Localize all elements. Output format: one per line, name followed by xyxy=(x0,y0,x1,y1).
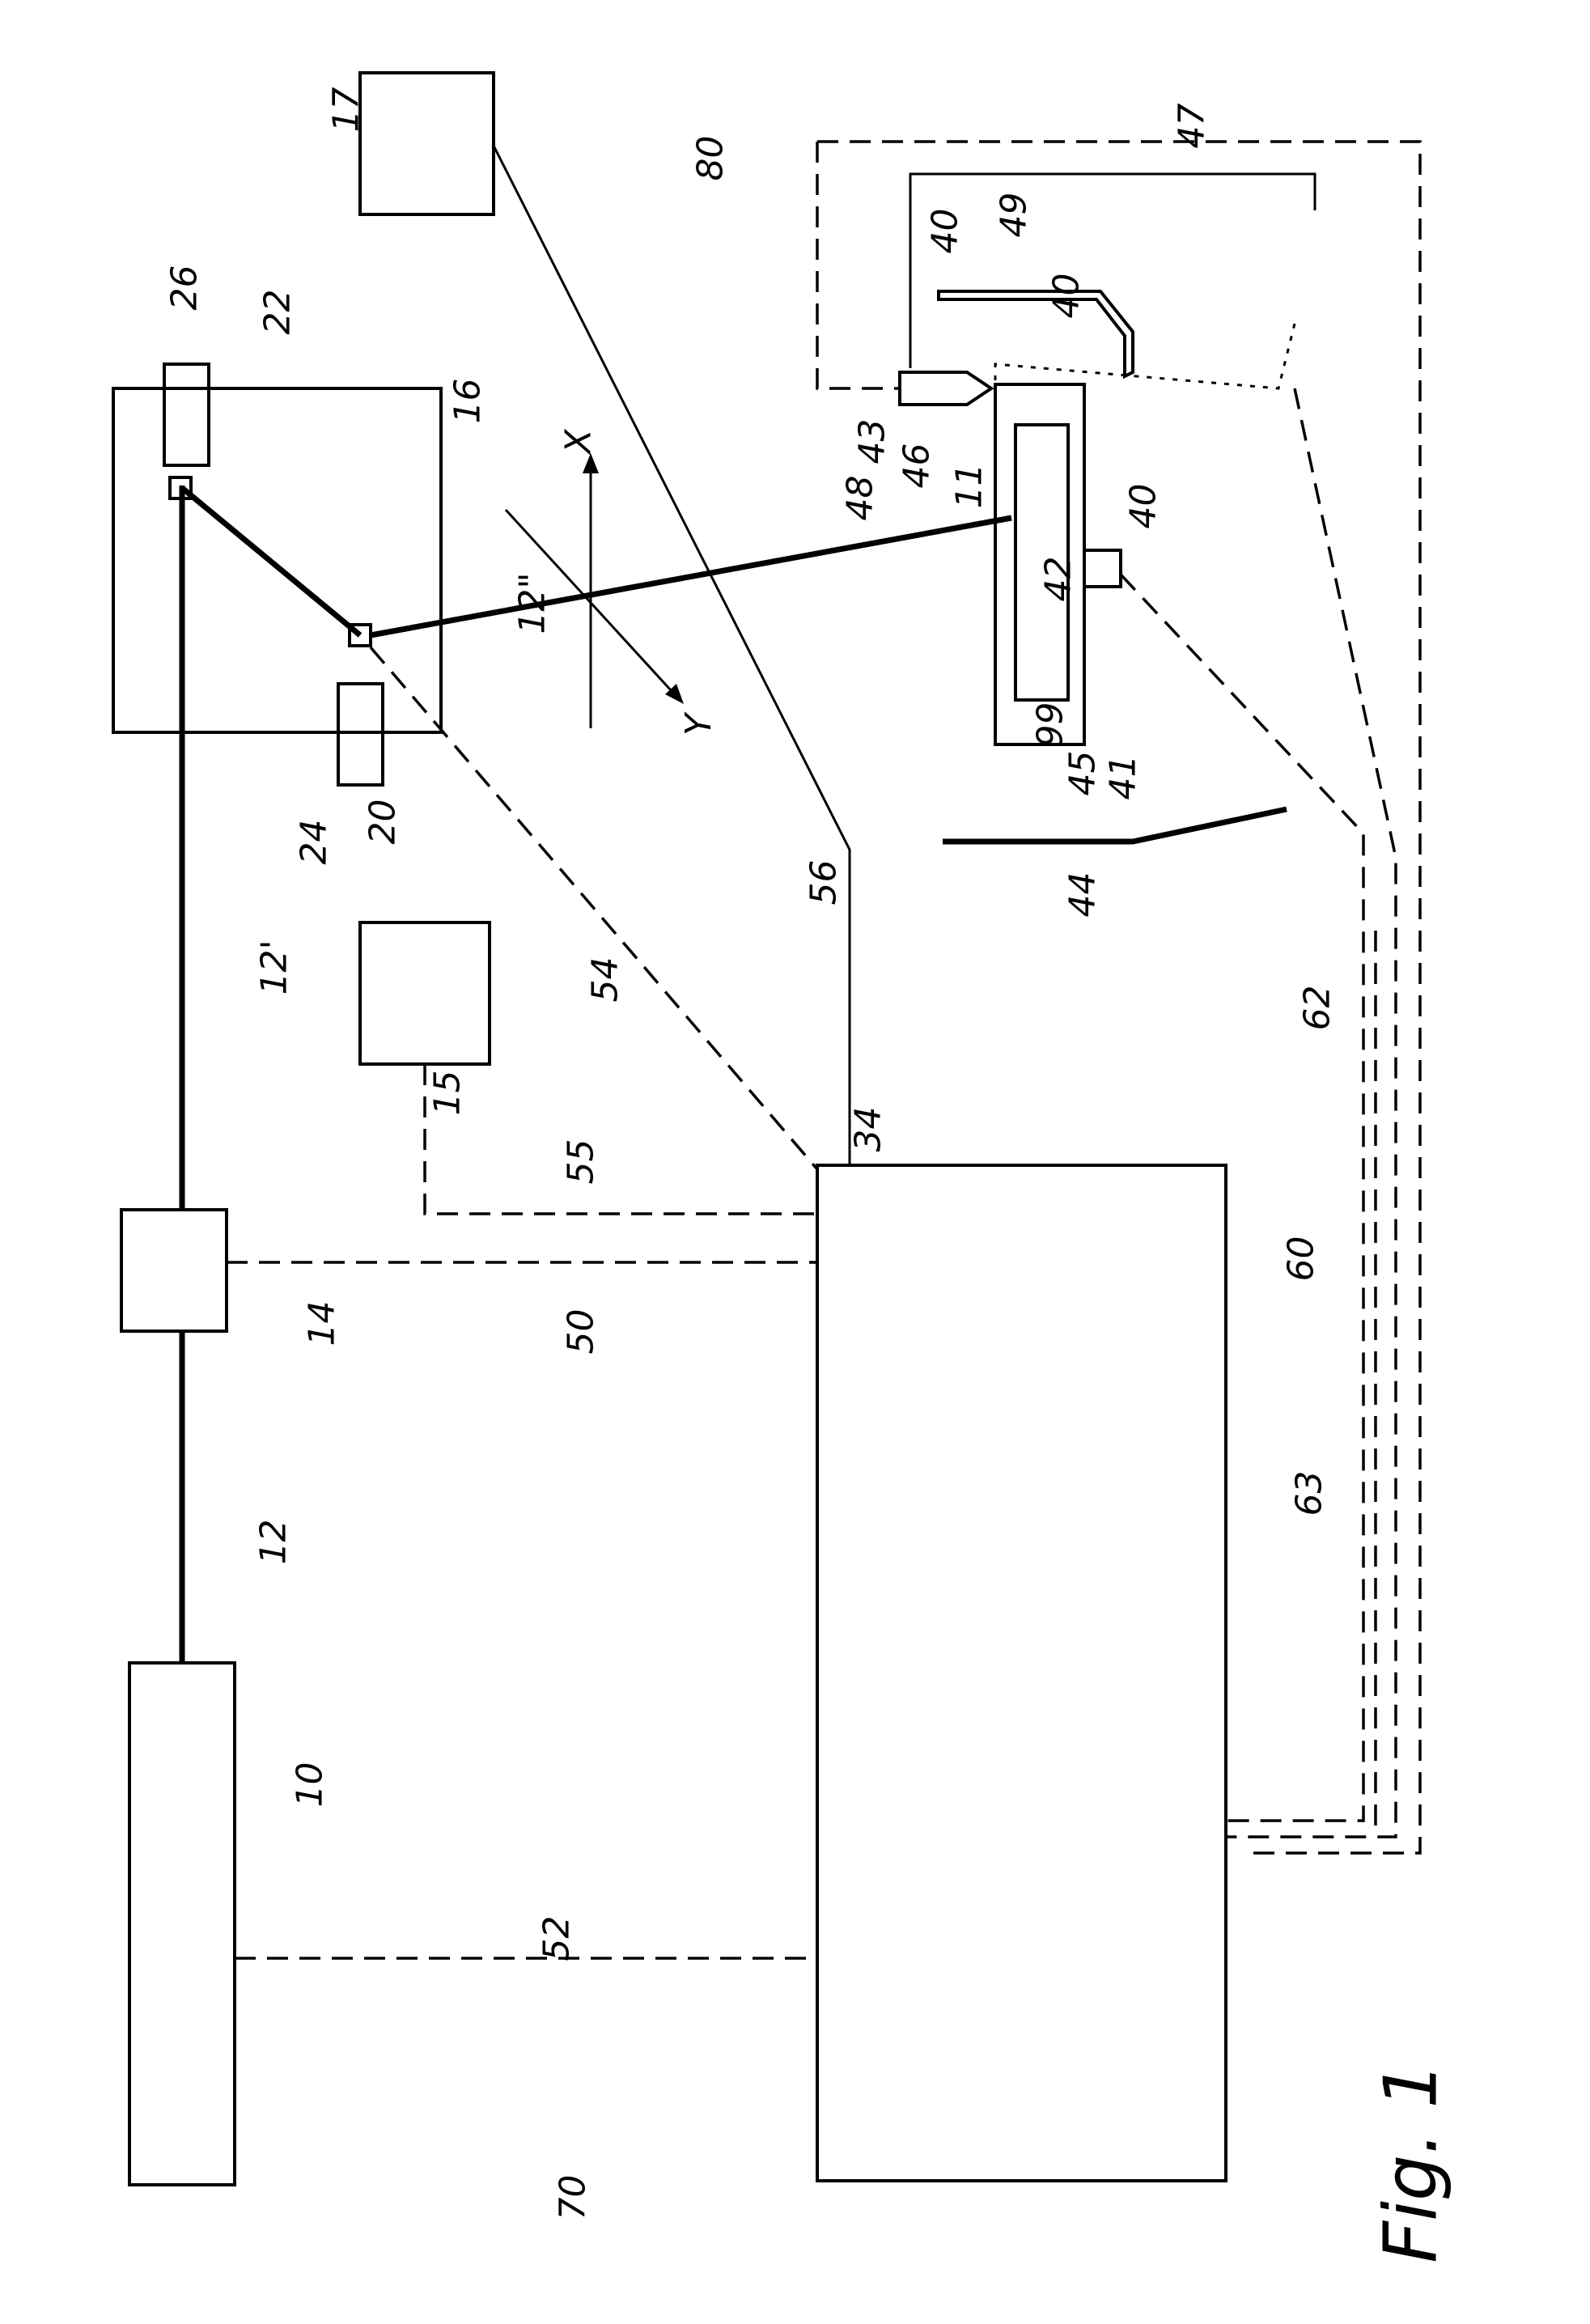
nozzle-43 xyxy=(900,372,991,405)
line-49 xyxy=(910,174,1315,368)
container-45 xyxy=(1015,425,1068,700)
line-54 xyxy=(371,647,817,1169)
basin-44 xyxy=(939,291,1133,376)
support-42 xyxy=(1084,550,1121,587)
controller-box-34 xyxy=(817,1165,1226,2181)
fluid-40 xyxy=(995,324,1295,388)
beam-mirror-path xyxy=(182,488,360,635)
enclosure-80 xyxy=(817,142,1420,1853)
modulator-box-14 xyxy=(121,1210,227,1331)
x-axis-arrow xyxy=(583,453,599,473)
line-62 xyxy=(1226,388,1396,1837)
galvo-26 xyxy=(164,364,209,465)
unit-box-17 xyxy=(360,73,494,214)
line-60 xyxy=(1121,575,1363,1821)
laser-box-10 xyxy=(129,1663,235,2185)
galvo-24 xyxy=(338,684,383,785)
scanner-box-16 xyxy=(113,388,441,732)
basin-wall xyxy=(943,809,1287,842)
line-56 xyxy=(494,146,850,1165)
line-55 xyxy=(425,1064,817,1214)
line-49-dash xyxy=(817,142,898,388)
unit-box-15 xyxy=(360,922,490,1064)
platform-41 xyxy=(995,384,1084,744)
